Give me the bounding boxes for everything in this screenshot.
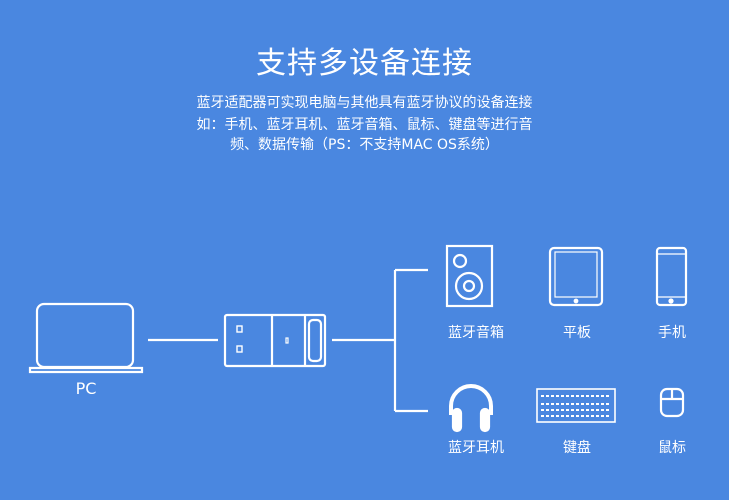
mouse-icon bbox=[659, 387, 685, 418]
pc-label: PC bbox=[75, 379, 97, 398]
device-label-phone: 手机 bbox=[658, 325, 686, 341]
speaker-icon bbox=[445, 244, 494, 308]
usb-dongle-icon bbox=[223, 313, 327, 368]
branch-lines bbox=[332, 268, 428, 413]
device-label-tablet: 平板 bbox=[563, 325, 591, 341]
page-title: 支持多设备连接 bbox=[256, 46, 473, 81]
tablet-icon bbox=[548, 246, 604, 307]
device-label-mouse: 鼠标 bbox=[658, 440, 686, 456]
description-line-2: 如：手机、蓝牙耳机、蓝牙音箱、鼠标、键盘等进行音 bbox=[196, 117, 533, 133]
device-label-headphones: 蓝牙耳机 bbox=[448, 440, 504, 456]
description-line-3: 频、数据传输（PS：不支持MAC OS系统） bbox=[230, 137, 499, 153]
description-line-1: 蓝牙适配器可实现电脑与其他具有蓝牙协议的设备连接 bbox=[196, 95, 533, 111]
device-label-speaker: 蓝牙音箱 bbox=[448, 325, 504, 341]
headphones-icon bbox=[449, 384, 493, 433]
device-label-keyboard: 键盘 bbox=[563, 440, 591, 456]
laptop-icon bbox=[28, 302, 144, 374]
keyboard-icon bbox=[536, 388, 616, 423]
phone-icon bbox=[655, 246, 688, 307]
